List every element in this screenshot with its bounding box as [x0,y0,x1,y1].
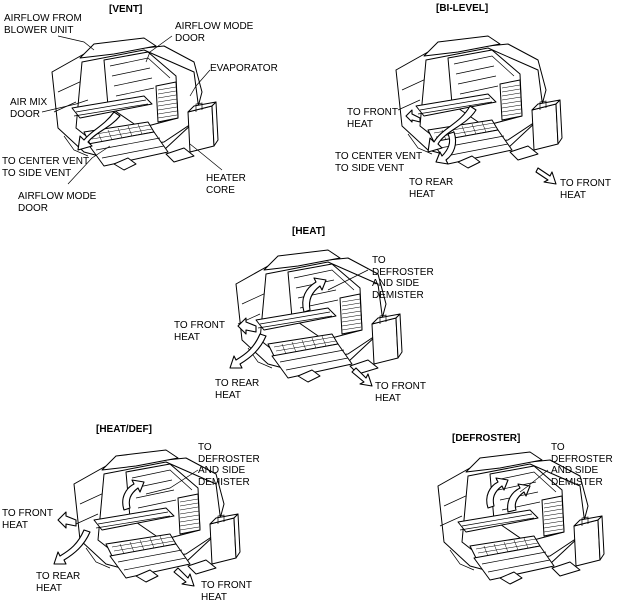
airflow-arrow-icon [77,111,121,151]
label-airflow-from-blower: AIRFLOW FROM BLOWER UNIT [4,13,82,36]
label-bilevel-to-front-heat-right: TO FRONT HEAT [560,178,611,201]
label-bilevel-to-front-heat-left: TO FRONT HEAT [347,107,398,130]
bilevel-illustration [395,35,563,169]
label-heatdef-to-front-heat-left: TO FRONT HEAT [2,508,53,531]
label-defroster-to-defroster: TO DEFROSTER AND SIDE DEMISTER [551,442,613,488]
label-airflow-mode-door-top: AIRFLOW MODE DOOR [175,21,254,44]
label-evaporator: EVAPORATOR [210,63,278,74]
airflow-arrow-icon [237,317,257,335]
label-heatdef-to-defroster: TO DEFROSTER AND SIDE DEMISTER [198,442,260,488]
airflow-arrow-icon [53,529,91,565]
panel-title-heatdef: [HEAT/DEF] [96,424,152,435]
label-airflow-mode-door-bottom: AIRFLOW MODE DOOR [18,191,97,214]
label-heat-to-front-heat-right: TO FRONT HEAT [375,381,426,404]
airflow-arrow-icon [173,567,195,587]
airflow-arrow-icon [427,105,477,153]
label-bilevel-to-rear-heat: TO REAR HEAT [409,177,454,200]
airflow-arrow-icon [535,167,557,185]
label-heat-to-defroster: TO DEFROSTER AND SIDE DEMISTER [372,255,434,301]
label-bilevel-to-center-side-vent: TO CENTER VENT TO SIDE VENT [335,151,423,174]
airflow-arrow-icon [57,511,77,529]
panel-title-bilevel: [BI-LEVEL] [436,3,489,14]
label-air-mix-door: AIR MIX DOOR [10,97,48,120]
airflow-arrow-icon [229,333,267,369]
panel-title-defroster: [DEFROSTER] [452,433,521,444]
airflow-arrow-icon [486,477,509,509]
label-heatdef-to-rear-heat: TO REAR HEAT [36,571,81,594]
airflow-arrow-icon [302,277,327,313]
panel-title-heat: [HEAT] [292,226,326,237]
label-to-center-side-vent: TO CENTER VENT TO SIDE VENT [2,156,90,179]
airflow-arrow-icon [435,131,457,165]
airflow-arrow-icon [351,367,373,387]
airflow-arrow-icon [507,483,531,513]
panel-title-vent: [VENT] [109,4,143,15]
label-heatdef-to-front-heat-right: TO FRONT HEAT [201,580,252,603]
label-heat-to-front-heat-left: TO FRONT HEAT [174,320,225,343]
airflow-arrow-icon [405,109,421,123]
label-heat-to-rear-heat: TO REAR HEAT [215,378,260,401]
airflow-arrow-icon [122,479,145,511]
label-heater-core: HEATER CORE [206,173,246,196]
